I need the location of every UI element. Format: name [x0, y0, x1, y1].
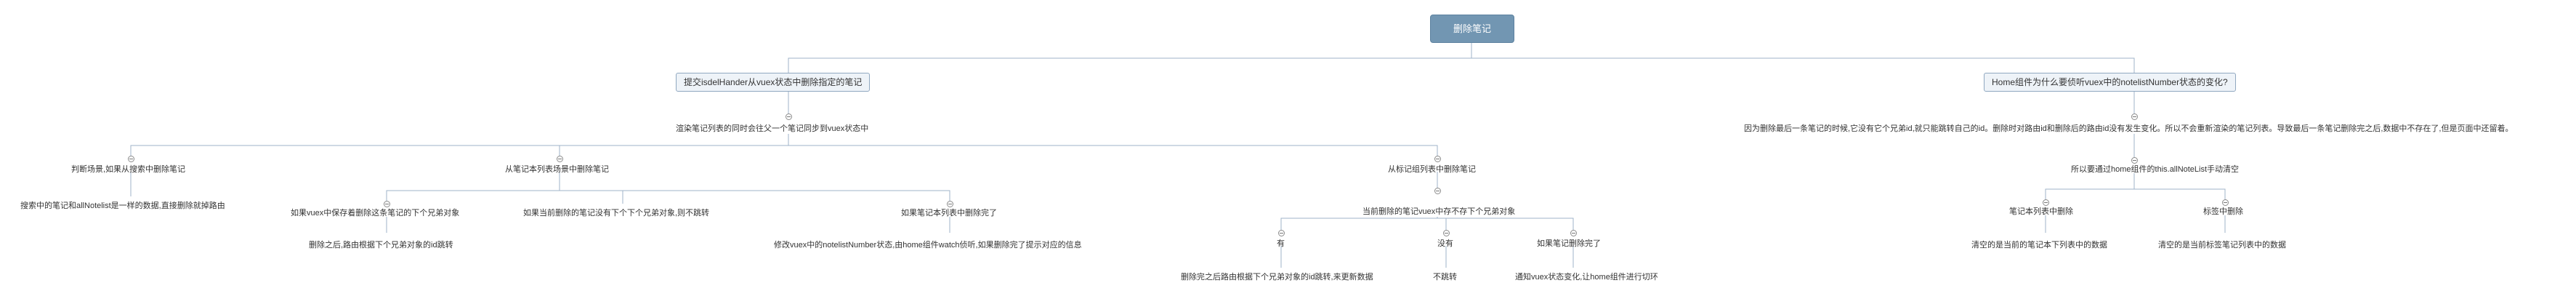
node-yes[interactable]: 有 [1277, 239, 1285, 248]
collapse-toggle-icon[interactable] [1278, 230, 1285, 236]
collapse-toggle-icon[interactable] [1443, 230, 1450, 236]
collapse-toggle-icon[interactable] [557, 156, 563, 162]
node-clear-notebook-list[interactable]: 清空的是当前的笔记本下列表中的数据 [1971, 241, 2107, 250]
node-tag-delete[interactable]: 标签中删除 [2203, 207, 2243, 216]
node-notify-home[interactable]: 通知vuex状态变化,让home组件进行切环 [1515, 273, 1658, 282]
node-has-next-sibling[interactable]: 如果vuex中保存着删除这条笔记的下个兄弟对象 [291, 209, 460, 218]
collapse-toggle-icon[interactable] [947, 201, 953, 207]
node-next-sibling-check[interactable]: 当前删除的笔记vuex中存不存下个兄弟对象 [1362, 207, 1516, 216]
node-update-notelist-number[interactable]: 修改vuex中的notelistNumber状态,由home组件watch侦听,… [774, 241, 1082, 250]
node-submit-delete[interactable]: 提交isdelHander从vuex状态中删除指定的笔记 [676, 73, 871, 92]
collapse-toggle-icon[interactable] [2043, 199, 2049, 206]
node-home-watch-question[interactable]: Home组件为什么要侦听vuex中的notelistNumber状态的变化? [1984, 73, 2236, 92]
collapse-toggle-icon[interactable] [2131, 113, 2138, 120]
collapse-toggle-icon[interactable] [2222, 199, 2229, 206]
node-reason[interactable]: 因为删除最后一条笔记的时候,它没有它个兄弟id,就只能跳转自己的id。删除时对路… [1744, 124, 2514, 133]
collapse-toggle-icon[interactable] [1570, 230, 1577, 236]
root-node[interactable]: 删除笔记 [1430, 15, 1514, 43]
node-search-result[interactable]: 搜索中的笔记和allNotelist是一样的数据,直接删除就掉路由 [20, 202, 225, 210]
node-all-deleted[interactable]: 如果笔记删除完了 [1537, 239, 1601, 248]
node-delete-from-tag[interactable]: 从标记组列表中删除笔记 [1388, 165, 1476, 174]
node-no-next-sibling[interactable]: 如果当前删除的笔记没有下个下个兄弟对象,则不跳转 [523, 209, 710, 218]
node-delete-from-notebook[interactable]: 从笔记本列表场景中删除笔记 [505, 165, 609, 174]
collapse-toggle-icon[interactable] [128, 156, 134, 162]
collapse-toggle-icon[interactable] [1434, 156, 1441, 162]
collapse-toggle-icon[interactable] [384, 201, 390, 207]
node-notebook-empty[interactable]: 如果笔记本列表中删除完了 [901, 209, 997, 218]
node-search-scenario[interactable]: 判断场景,如果从搜索中删除笔记 [71, 165, 186, 174]
node-sync-vuex[interactable]: 渲染笔记列表的同时会往父一个笔记同步到vuex状态中 [676, 124, 869, 133]
node-manual-clear[interactable]: 所以要通过home组件的this.allNoteList手动清空 [2071, 165, 2240, 174]
node-no-result[interactable]: 不跳转 [1433, 273, 1457, 282]
collapse-toggle-icon[interactable] [786, 113, 792, 120]
node-route-next-id[interactable]: 删除之后,路由根据下个兄弟对象的id跳转 [309, 241, 453, 250]
node-notebook-delete[interactable]: 笔记本列表中删除 [2009, 207, 2073, 216]
node-no[interactable]: 没有 [1437, 239, 1453, 248]
collapse-toggle-icon[interactable] [2131, 157, 2138, 164]
node-clear-tag-list[interactable]: 清空的是当前标签笔记列表中的数据 [2158, 241, 2286, 250]
collapse-toggle-icon[interactable] [1434, 188, 1441, 194]
node-yes-result[interactable]: 删除完之后路由根据下个兄弟对象的id跳转,来更新数据 [1181, 273, 1373, 282]
